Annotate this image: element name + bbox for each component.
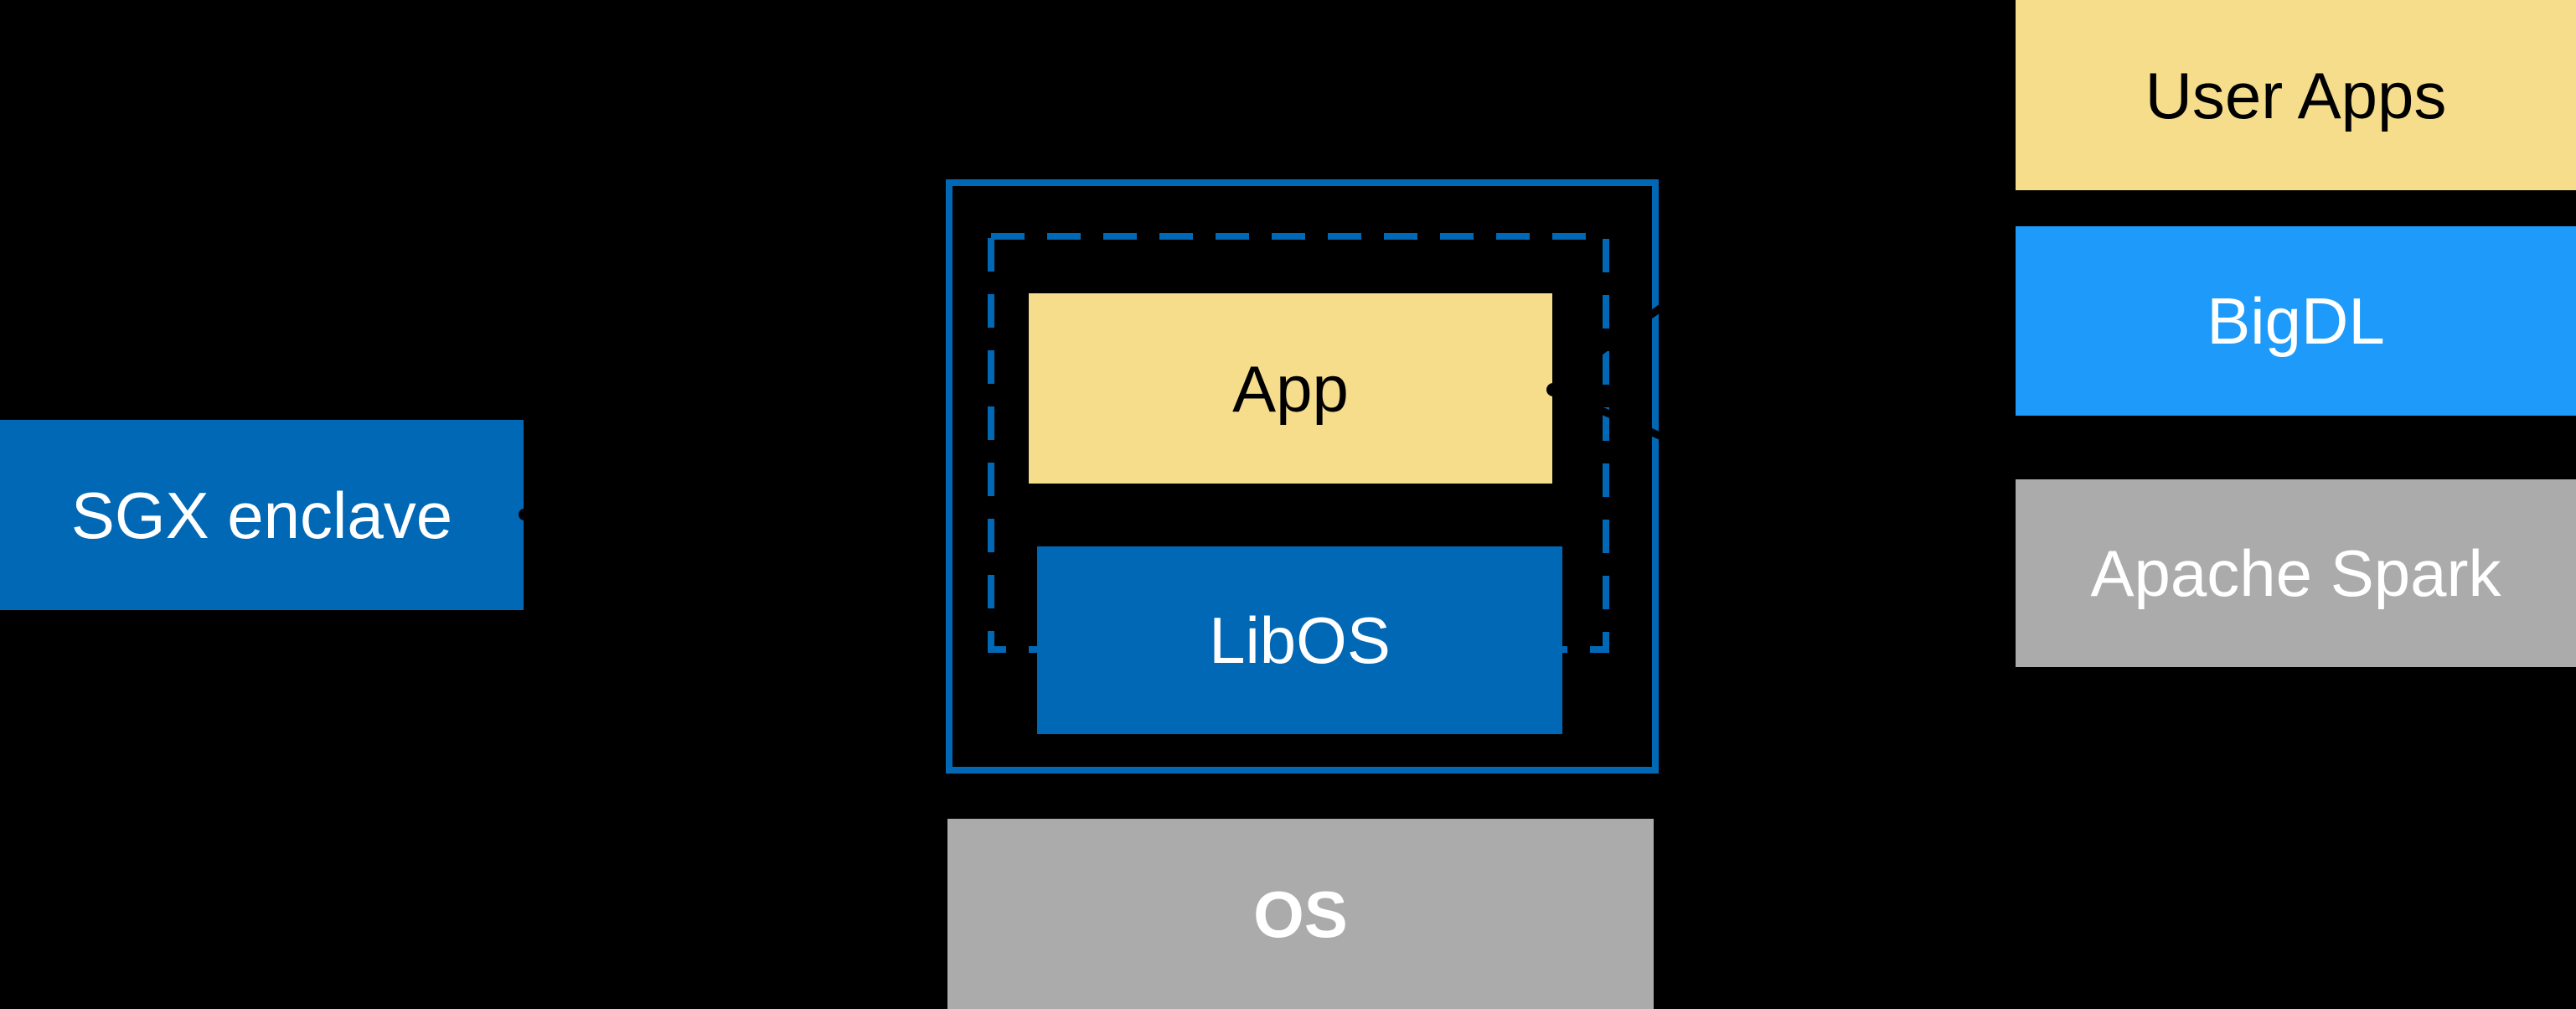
connector-spark-to-app-line <box>1551 385 2011 591</box>
user-apps-box: User Apps <box>2016 0 2576 190</box>
os-box: OS <box>947 819 1654 1009</box>
sgx-enclave-box: SGX enclave <box>0 420 524 610</box>
apache-spark-box: Apache Spark <box>2016 479 2576 667</box>
app-label: App <box>1232 351 1349 426</box>
connector-userapps-to-app-line <box>1551 91 2011 393</box>
app-box: App <box>1029 293 1552 484</box>
bigdl-box: BigDL <box>2016 226 2576 416</box>
libos-box: LibOS <box>1037 546 1562 734</box>
libos-label: LibOS <box>1209 603 1391 677</box>
apache-spark-label: Apache Spark <box>2090 536 2501 610</box>
user-apps-label: User Apps <box>2145 58 2447 132</box>
sgx-enclave-label: SGX enclave <box>70 478 453 552</box>
bigdl-label: BigDL <box>2207 284 2385 358</box>
os-label: OS <box>1253 877 1348 951</box>
